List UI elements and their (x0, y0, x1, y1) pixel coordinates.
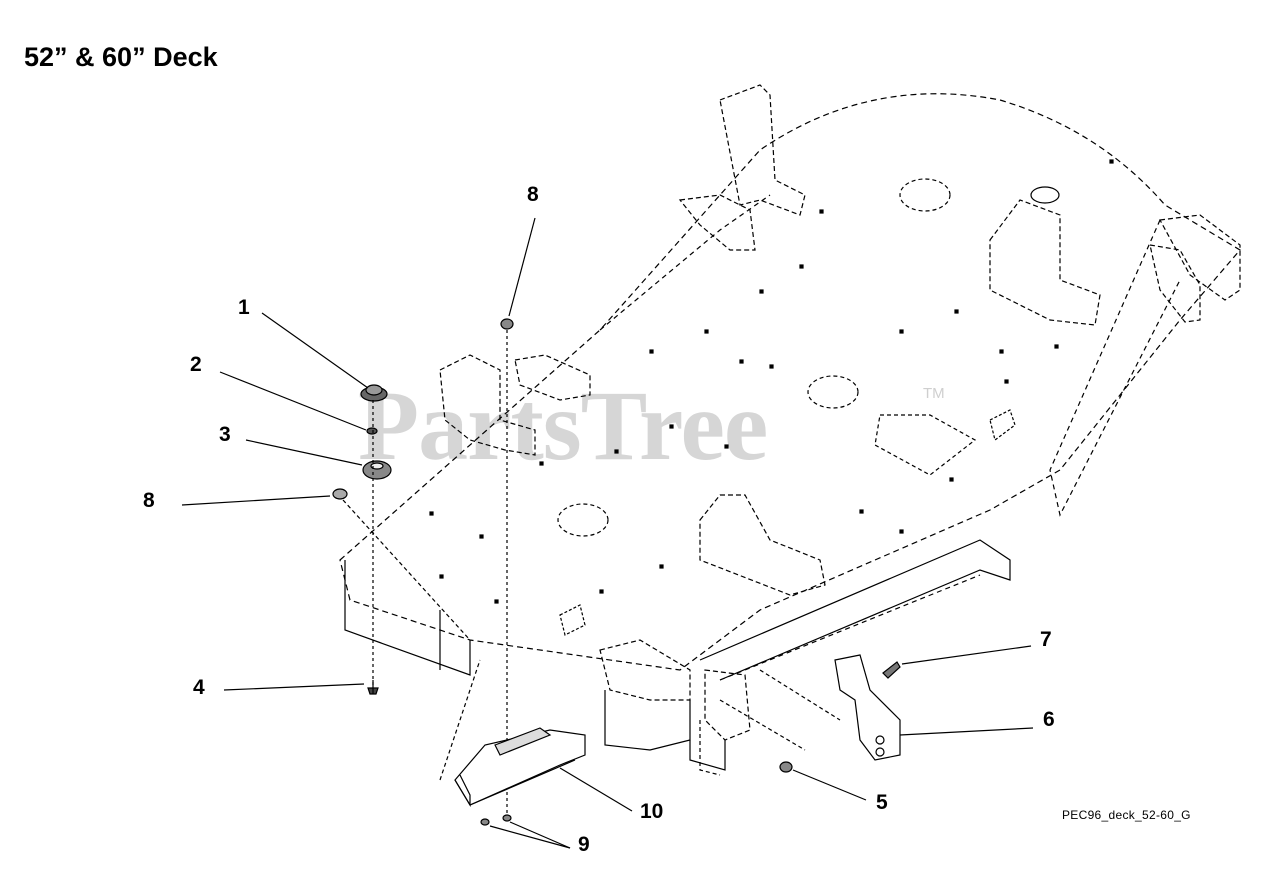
callout-3: 3 (219, 423, 231, 446)
drawing-caption: PEC96_deck_52-60_G (1062, 808, 1191, 822)
leader-7 (901, 645, 1032, 665)
callout-4: 4 (193, 676, 205, 699)
deflector-lower (469, 759, 576, 806)
roller-wheel-hub (370, 462, 384, 470)
front-bracket-plate (689, 740, 726, 771)
deck-holes (429, 159, 1114, 604)
center-spindle-bracket (699, 494, 826, 596)
leader-9a (489, 825, 571, 849)
nut-8-left (332, 488, 348, 500)
leader-10 (559, 767, 633, 812)
skirt-bottom (719, 574, 981, 681)
callout-5: 5 (876, 791, 888, 814)
leader-3 (245, 439, 363, 466)
callout-9: 9 (578, 833, 590, 856)
hole-6a (875, 735, 885, 745)
wheel-knob-top (365, 384, 383, 396)
bolt-4 (367, 680, 379, 695)
right-rear-bracket (1159, 214, 1241, 301)
spindle-opening-left (557, 503, 609, 537)
small-clip-front (559, 604, 586, 636)
callout-8-left: 8 (143, 489, 155, 512)
front-bracket-side (699, 720, 721, 776)
front-bracket-lower (604, 690, 691, 751)
guide-6 (759, 669, 841, 721)
discharge-skirt (699, 539, 1011, 681)
bolt-7 (882, 661, 901, 679)
callout-6: 6 (1043, 708, 1055, 731)
front-bracket-right (704, 669, 751, 741)
callout-1: 1 (238, 296, 250, 319)
bolt-9b (502, 814, 512, 822)
washer (366, 427, 378, 435)
leader-8-top (508, 217, 536, 317)
left-bracket (439, 354, 536, 456)
deflector-front (454, 774, 471, 808)
roller-wheel (362, 460, 392, 480)
side-bracket-6 (834, 654, 901, 761)
nut-8-axis (342, 499, 471, 641)
spindle-opening-rear (899, 178, 951, 212)
hook-ring (1030, 186, 1060, 204)
left-bracket-2 (514, 354, 591, 401)
leader-6 (899, 727, 1034, 736)
rear-left-bracket-2 (678, 194, 756, 251)
leader-9b (509, 821, 571, 849)
leader-1 (261, 312, 369, 389)
leader-2 (219, 371, 367, 431)
right-bracket-2 (1149, 244, 1201, 323)
guide-5 (719, 699, 806, 751)
deck-plate (874, 414, 977, 476)
front-skirt (344, 560, 471, 676)
deck-rear-edge (599, 194, 771, 331)
deflector-fin (494, 727, 552, 756)
deflector-guide-1 (439, 659, 481, 781)
spindle-opening-center (807, 375, 859, 409)
deck-outline (339, 93, 1241, 671)
leader-5 (792, 769, 867, 801)
rear-left-bracket (719, 84, 806, 216)
hole-6b (875, 747, 885, 757)
deck-right-skirt (1049, 219, 1181, 517)
callout-8-top: 8 (527, 183, 539, 206)
callout-2: 2 (190, 353, 202, 376)
leader-8-left (181, 495, 331, 506)
partstree-watermark: PartsTree (358, 370, 768, 481)
callout-7: 7 (1040, 628, 1052, 651)
callout-10: 10 (640, 800, 664, 823)
small-clip-center (989, 409, 1016, 442)
page-title: 52” & 60” Deck (24, 42, 218, 72)
leader-4 (223, 683, 365, 691)
trademark-mark: TM (923, 385, 945, 402)
bolt-9 (480, 818, 490, 826)
nut-5 (779, 761, 793, 773)
right-spindle-bracket (989, 199, 1101, 326)
nut-8-top (500, 318, 514, 330)
